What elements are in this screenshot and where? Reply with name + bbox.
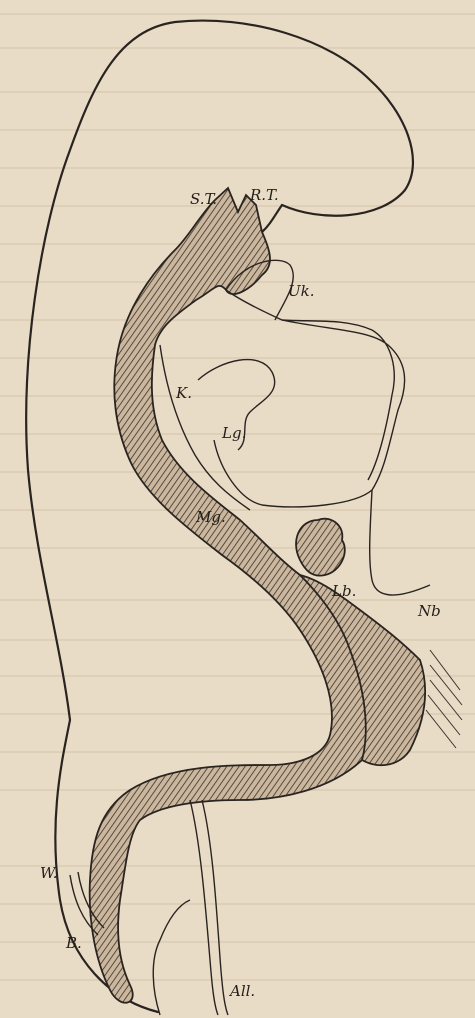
allantois-stalk	[190, 800, 218, 1015]
label-all: All.	[228, 982, 255, 1000]
label-lb: Lb.	[331, 582, 356, 600]
label-uk: Uk.	[288, 282, 315, 300]
label-st: S.T.	[190, 190, 217, 208]
label-b: B.	[65, 934, 82, 952]
liver-stalk	[370, 490, 430, 595]
label-lg: Lg.	[221, 424, 246, 442]
liver-bud	[296, 519, 345, 576]
nb-hatching	[426, 650, 462, 748]
background-text-lines	[0, 14, 475, 980]
head-inner-curve	[262, 205, 282, 232]
lower-left-curve	[153, 900, 190, 1015]
label-nb: Nb	[417, 602, 441, 620]
heart-cavity-outline	[214, 290, 405, 507]
label-k: K.	[175, 384, 192, 402]
label-rt: R.T.	[249, 186, 279, 204]
label-w: W.	[40, 864, 58, 882]
heart-inner-wall	[282, 320, 394, 480]
label-mg: Mg.	[195, 508, 226, 526]
